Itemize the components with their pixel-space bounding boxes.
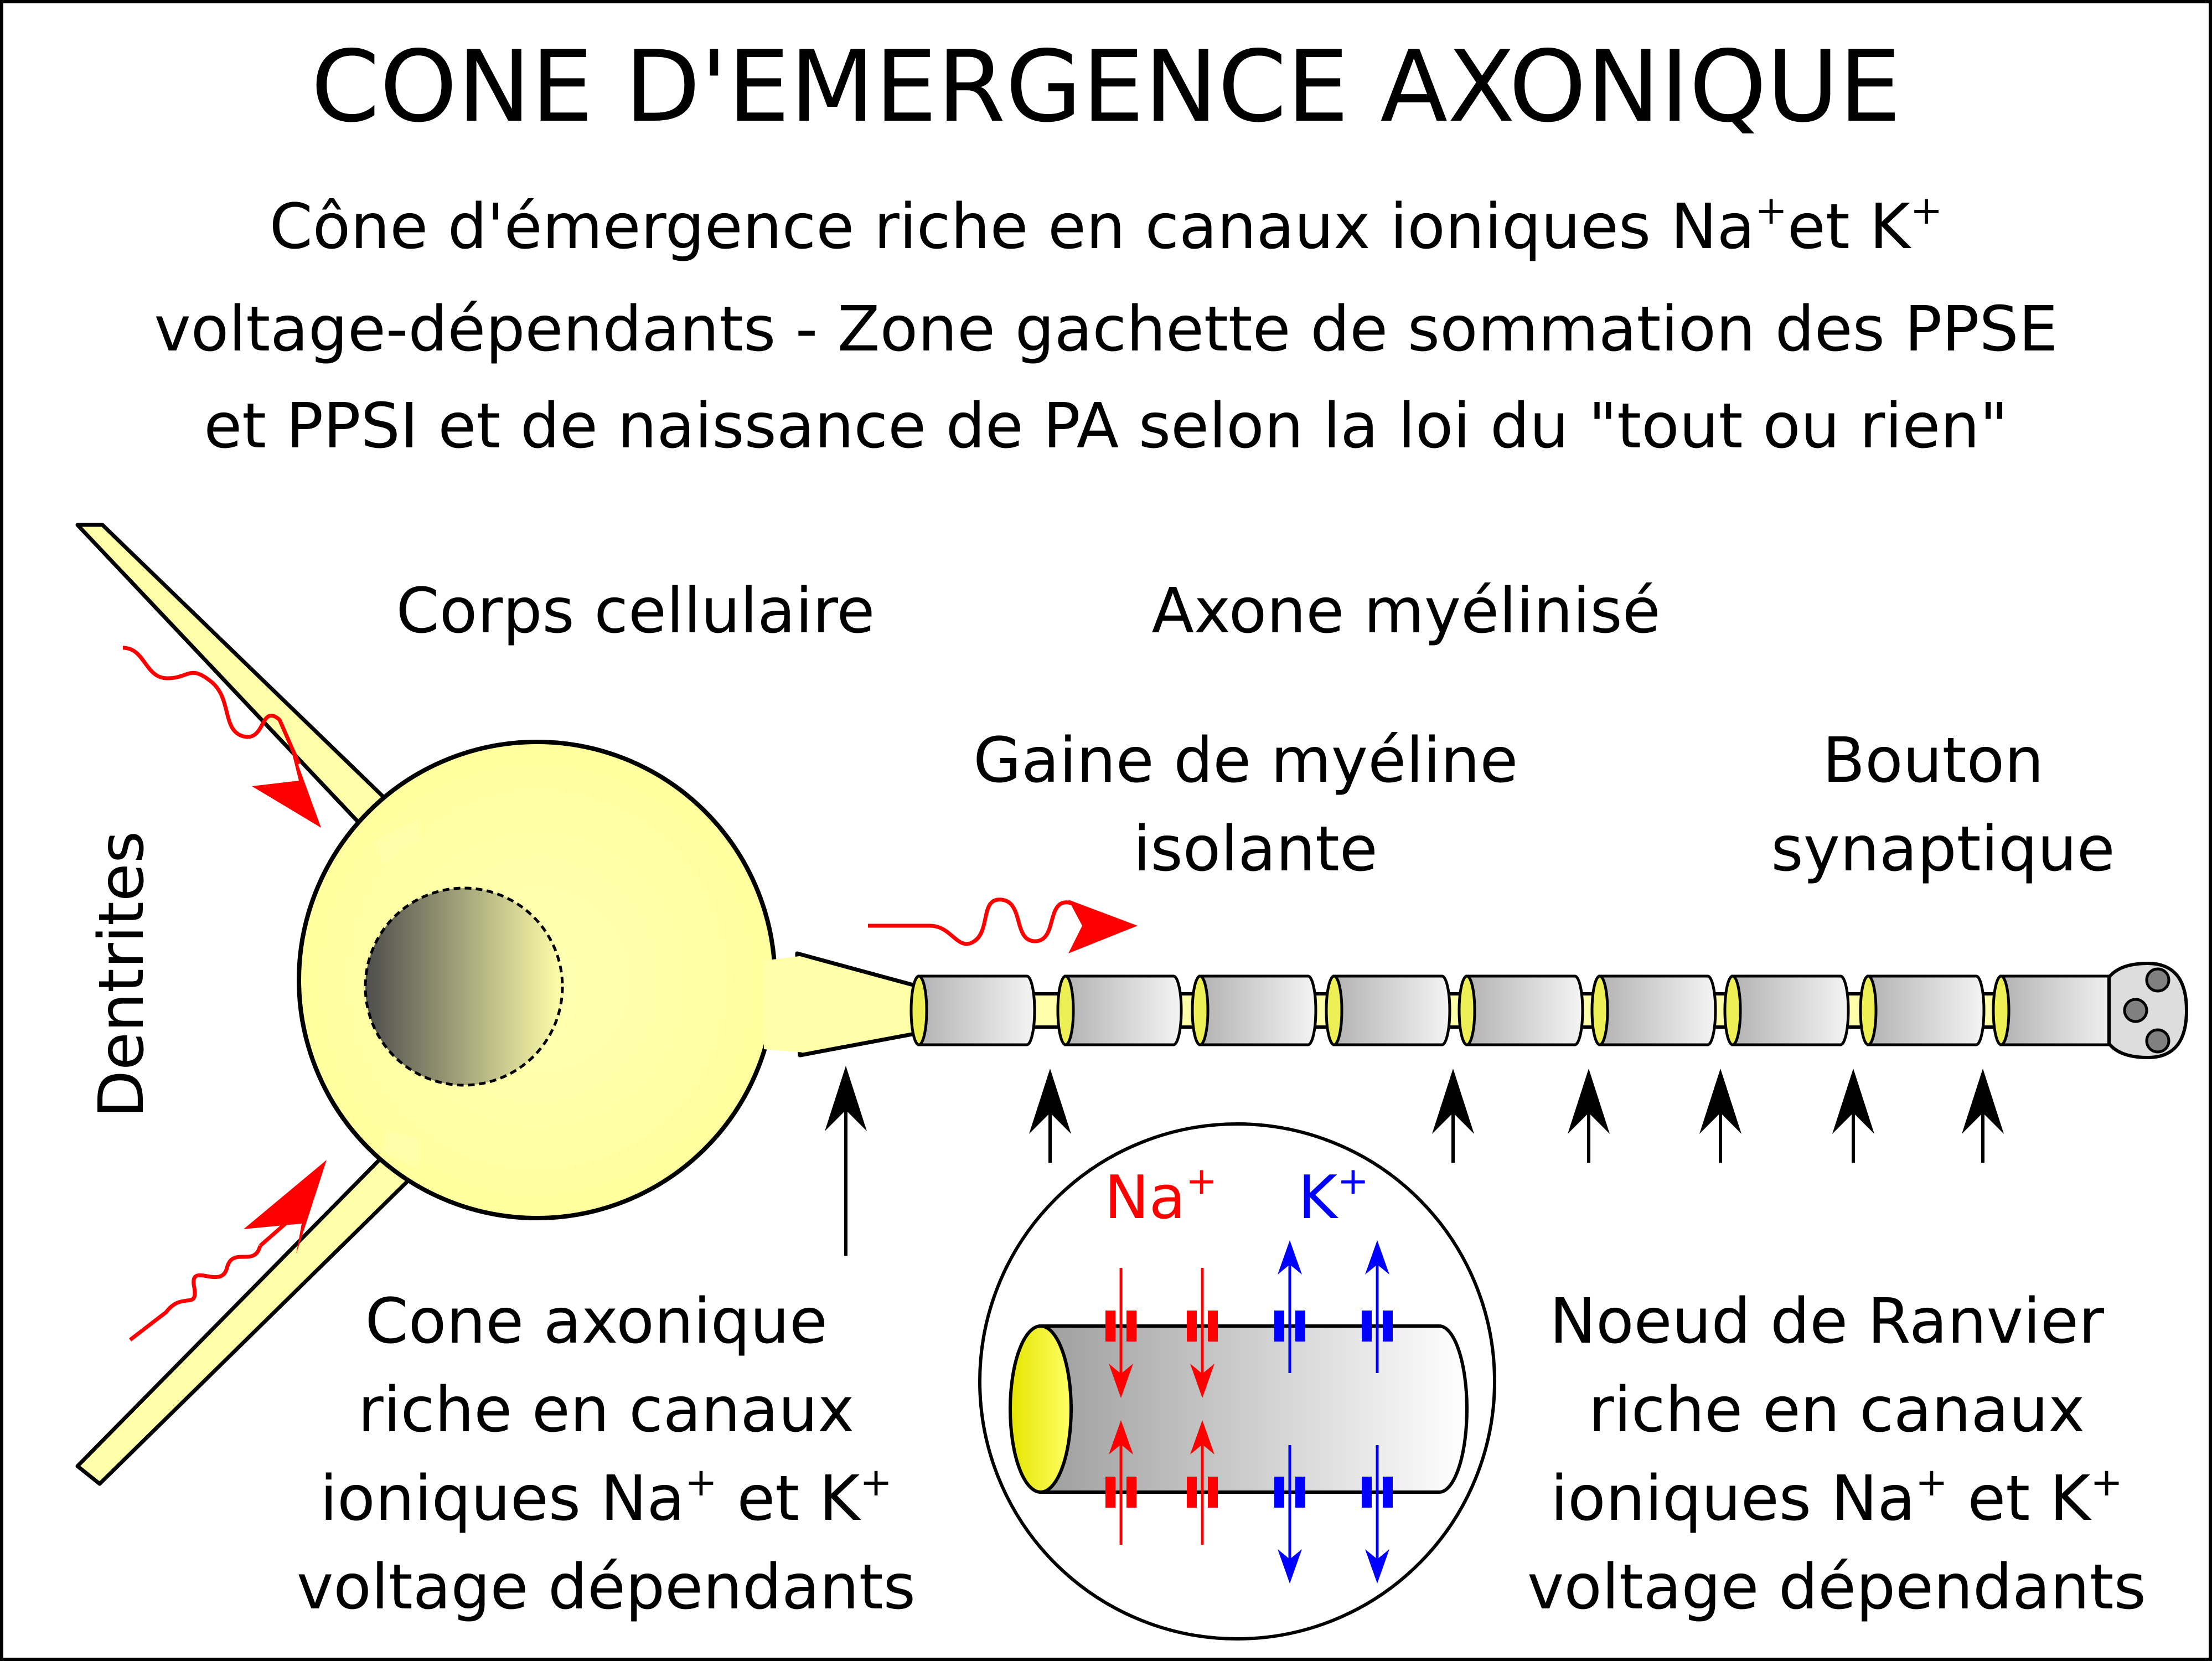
label-dendrites: Dentrites (86, 831, 158, 1118)
label-ranvier-ions-k: et K (1948, 1463, 2092, 1535)
pointer-arrow (1568, 1069, 1610, 1163)
label-bouton-line-1: Bouton (1822, 725, 2044, 797)
dendrite-top (75, 523, 415, 849)
label-bouton-line-2: synaptique (1771, 813, 2115, 885)
signal-arrow-axon (868, 897, 1138, 953)
label-ranvier-sup-k: + (2090, 1459, 2123, 1505)
pointer-arrow (1699, 1069, 1741, 1163)
ranvier-zoom: Na+ K+ (978, 1122, 1496, 1641)
label-cone-line-4: voltage dépendants (297, 1551, 916, 1623)
ion-flow-arrow (1278, 1445, 1302, 1583)
ion-channel (1274, 1477, 1305, 1508)
signal-arrow-top (122, 646, 321, 828)
ion-flow-arrow (1190, 1268, 1214, 1398)
ion-flow-arrow (1109, 1268, 1133, 1398)
label-ranvier-line-3: ioniques Na+ et K+ (1551, 1459, 2123, 1535)
label-cone-line-3: ioniques Na+ et K+ (320, 1459, 892, 1535)
zoom-cylinder (1039, 1324, 1469, 1494)
pointer-arrow (825, 1066, 867, 1256)
myelin-segment (1992, 974, 2118, 1046)
label-ranvier-sup-na: + (1915, 1459, 1948, 1505)
pointer-arrows (825, 1066, 2004, 1256)
label-myelin-line-2: isolante (1133, 813, 1378, 885)
myelin-segment (1859, 974, 1986, 1046)
label-ranvier-ions-na: ioniques Na (1551, 1463, 1915, 1535)
zoom-na-label: Na+ (1104, 1159, 1217, 1232)
subtitle-sup-na: + (1755, 188, 1787, 233)
subtitle-line-1-text: Cône d'émergence riche en canaux ionique… (270, 191, 1755, 263)
ion-channel (1362, 1311, 1393, 1342)
label-ranvier-line-1: Noeud de Ranvier (1549, 1286, 2105, 1358)
label-myelin-line-1: Gaine de myéline (973, 725, 1518, 797)
zoom-cylinder-face (1009, 1324, 1073, 1494)
nucleus (364, 886, 564, 1087)
myelin-segment (1723, 974, 1850, 1046)
zoom-na-sup: + (1186, 1159, 1217, 1203)
subtitle-sup-k: + (1910, 188, 1943, 233)
myelin-segment (1325, 974, 1451, 1046)
label-cone-line-1: Cone axonique (365, 1286, 828, 1358)
label-bouton: Bouton synaptique (1771, 725, 2115, 885)
ion-channel (1362, 1477, 1393, 1508)
label-ranvier: Noeud de Ranvier riche en canaux (1549, 1286, 2123, 1446)
pointer-arrow (1432, 1069, 1474, 1163)
myelin-segment (1590, 974, 1717, 1046)
ion-flow-arrow (1109, 1420, 1133, 1545)
synaptic-bouton (2107, 961, 2189, 1060)
subtitle-line-3: et PPSI et de naissance de PA selon la l… (204, 390, 2008, 462)
label-axon: Axone myélinisé (1151, 575, 1660, 647)
label-myelin: Gaine de myéline isolante (973, 725, 1538, 885)
ion-flow-arrow (1190, 1420, 1214, 1545)
zoom-na-text: Na (1104, 1163, 1186, 1232)
ion-channel (1274, 1311, 1305, 1342)
label-cell-body: Corps cellulaire (396, 575, 875, 647)
myelin-segment (1191, 974, 1317, 1046)
signal-arrow-bottom (128, 1160, 327, 1342)
label-cone-sup-na: + (685, 1459, 717, 1505)
label-ranvier-line-4: voltage dépendants (1527, 1551, 2146, 1623)
subtitle-line-2: voltage-dépendants - Zone gachette de so… (154, 293, 2058, 365)
ion-channel (1105, 1477, 1136, 1508)
zoom-k-text: K (1298, 1163, 1339, 1232)
subtitle-line-1-mid: et K (1787, 191, 1911, 263)
label-cone-ions-k: et K (717, 1463, 861, 1535)
zoom-k-sup: + (1337, 1159, 1369, 1203)
page-title: CONE D'EMERGENCE AXONIQUE (311, 29, 1901, 144)
myelin-segment (1056, 974, 1183, 1046)
myelin-segments (909, 974, 2118, 1046)
ion-channel (1187, 1311, 1218, 1342)
pointer-arrow (1832, 1069, 1874, 1163)
ion-channels (1105, 1240, 1393, 1583)
ion-channel (1105, 1311, 1136, 1342)
zoom-k-label: K+ (1298, 1159, 1369, 1232)
subtitle-line-1: Cône d'émergence riche en canaux ionique… (270, 188, 1943, 263)
label-ranvier-line-2: riche en canaux (1589, 1374, 2085, 1446)
ion-channel (1187, 1477, 1218, 1508)
label-cone: Cone axonique riche en canaux (358, 1286, 855, 1446)
label-cone-sup-k: + (860, 1459, 892, 1505)
pointer-arrow (1029, 1069, 1071, 1163)
ion-flow-arrow (1365, 1445, 1389, 1583)
myelin-segment (1458, 974, 1584, 1046)
ion-flow-arrow (1365, 1240, 1389, 1373)
label-cone-ions-na: ioniques Na (320, 1463, 685, 1535)
ion-flow-arrow (1278, 1240, 1302, 1373)
pointer-arrow (1962, 1069, 2004, 1163)
myelin-segment (909, 974, 1036, 1046)
label-cone-line-2: riche en canaux (358, 1374, 855, 1446)
